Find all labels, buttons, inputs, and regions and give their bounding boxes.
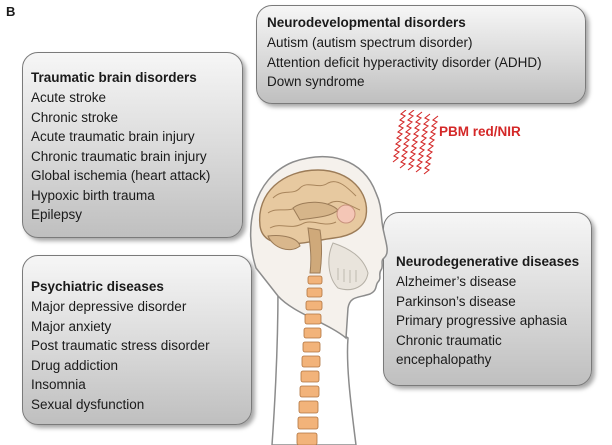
list-item: Epilepsy <box>31 205 234 225</box>
list-item: Chronic traumatic encephalopathy <box>396 331 546 370</box>
psychiatric-diseases-box: Psychiatric diseases Major depressive di… <box>22 255 252 425</box>
list-item: Chronic stroke <box>31 108 234 128</box>
list-item: Acute traumatic brain injury <box>31 127 234 147</box>
list-item: Post traumatic stress disorder <box>31 336 243 356</box>
list-item: Hypoxic birth trauma <box>31 186 234 206</box>
list-item: Acute stroke <box>31 88 234 108</box>
list-item: Global ischemia (heart attack) <box>31 166 234 186</box>
list-item: Parkinson’s disease <box>396 292 581 312</box>
list-item: Down syndrome <box>267 72 575 92</box>
list-item: Attention deficit hyperactivity disorder… <box>267 53 575 73</box>
list-item: Drug addiction <box>31 356 243 376</box>
box-title: Traumatic brain disorders <box>31 69 234 87</box>
neurodevelopmental-disorders-box: Neurodevelopmental disorders Autism (aut… <box>256 5 586 104</box>
list-item: Chronic traumatic brain injury <box>31 147 234 167</box>
list-item: Insomnia <box>31 375 243 395</box>
list-item: Alzheimer’s disease <box>396 272 581 292</box>
list-item: Major anxiety <box>31 317 243 337</box>
box-title: Neurodegenerative diseases <box>396 253 581 271</box>
list-item: Sexual dysfunction <box>31 395 243 415</box>
box-title: Neurodevelopmental disorders <box>267 14 575 32</box>
list-item: Autism (autism spectrum disorder) <box>267 33 575 53</box>
list-item: Primary progressive aphasia <box>396 311 581 331</box>
list-item: Major depressive disorder <box>31 297 243 317</box>
neurodegenerative-diseases-box: Neurodegenerative diseases Alzheimer’s d… <box>383 212 592 386</box>
box-title: Psychiatric diseases <box>31 278 243 296</box>
traumatic-brain-disorders-box: Traumatic brain disorders Acute stroke C… <box>22 52 243 238</box>
head-brain-anatomy-icon <box>238 148 388 445</box>
pbm-beam-label: PBM red/NIR <box>439 124 521 139</box>
panel-letter: B <box>6 4 15 19</box>
